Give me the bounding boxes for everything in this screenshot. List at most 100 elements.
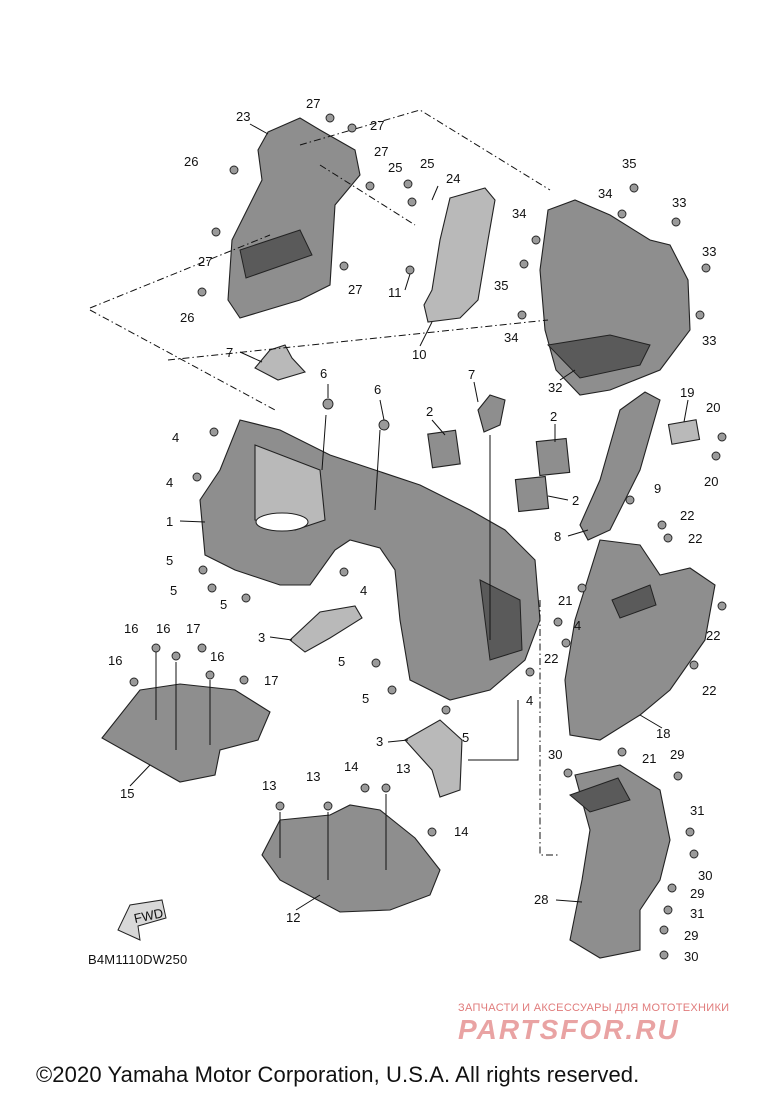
callout-16: 16 [124,621,138,636]
callout-17: 17 [186,621,200,636]
fastener-33a [671,217,681,227]
fastener-5b [207,583,217,593]
callout-labels: 27 23 27 27 26 25 25 24 27 27 26 11 10 3… [108,96,720,964]
leader-7b [473,381,479,403]
callout-32: 32 [548,380,562,395]
leader-28 [555,899,583,903]
leader-1 [179,520,206,523]
fastener-17a [197,643,207,653]
part-10-bracket [423,187,496,323]
callout-30: 30 [698,868,712,883]
callout-29: 29 [690,886,704,901]
callout-25: 25 [420,156,434,171]
callout-9: 9 [654,481,661,496]
callout-22: 22 [688,531,702,546]
fastener-5f [441,705,451,715]
fastener-16c [129,677,139,687]
part-1-floor-tunnel [254,444,326,531]
callout-29: 29 [670,747,684,762]
group-line-right [539,600,560,856]
callout-27: 27 [348,282,362,297]
callout-2: 2 [426,404,433,419]
callout-4: 4 [526,693,533,708]
fastener-4c [339,567,349,577]
fastener-21a [577,583,587,593]
callout-21: 21 [558,593,572,608]
fastener-4b [192,472,202,482]
callout-14: 14 [454,824,468,839]
leader-floor-b [374,429,381,511]
callout-12: 12 [286,910,300,925]
fastener-25a [403,179,413,189]
fastener-29b [667,883,677,893]
fasteners [129,113,727,960]
fastener-20a [717,432,727,442]
callout-3: 3 [258,630,265,645]
leader-15 [129,764,151,787]
callout-22: 22 [680,508,694,523]
callout-35: 35 [494,278,508,293]
callout-30: 30 [548,747,562,762]
part-32-panel-shade [546,334,651,379]
callout-34: 34 [504,330,518,345]
fastener-22e [689,660,699,670]
callout-13: 13 [262,778,276,793]
callout-22: 22 [706,628,720,643]
callout-25: 25 [388,160,402,175]
leader-7a [239,351,263,363]
fastener-16a [151,643,161,653]
leader-mat-12 [279,794,387,880]
part-8-pillar [579,391,661,541]
fastener-16b [171,651,181,661]
fastener-30b [689,849,699,859]
callout-5: 5 [462,730,469,745]
fastener-33b [701,263,711,273]
part-15-floor-mat [101,683,271,783]
callout-20: 20 [704,474,718,489]
fastener-27d [211,227,221,237]
fastener-34a [531,235,541,245]
fastener-30a [563,768,573,778]
fastener-9 [625,495,635,505]
part-23-panel-shade [239,229,313,279]
callout-4: 4 [360,583,367,598]
fastener-22a [657,520,667,530]
fastener-13b [323,801,333,811]
callout-5: 5 [362,691,369,706]
fwd-arrow [117,899,167,941]
callout-30: 30 [684,949,698,964]
fwd-label: FWD [132,905,164,926]
callout-11: 11 [388,285,402,300]
callout-31: 31 [690,803,704,818]
fastener-5e [387,685,397,695]
callout-5: 5 [338,654,345,669]
callout-10: 10 [412,347,426,362]
fastener-5c [241,593,251,603]
fastener-29a [673,771,683,781]
leader-floor-d [468,700,519,761]
callout-26: 26 [184,154,198,169]
fastener-30c [659,950,669,960]
callout-8: 8 [554,529,561,544]
callout-3: 3 [376,734,383,749]
fastener-22d [717,601,727,611]
leader-2a [431,419,446,436]
fastener-26b [197,287,207,297]
part-18-shade [611,584,657,619]
leader-8 [567,529,589,537]
callout-4: 4 [166,475,173,490]
fastener-27c [365,181,375,191]
callout-16: 16 [156,621,170,636]
part-7-cap-right [477,394,506,433]
fastener-34b [617,209,627,219]
part-12-floor-mat [261,804,441,913]
copyright-notice: ©2020 Yamaha Motor Corporation, U.S.A. A… [36,1062,640,1087]
part-18-side-panel [564,539,716,741]
callout-26: 26 [180,310,194,325]
callout-16: 16 [210,649,224,664]
callout-33: 33 [702,333,716,348]
callout-20: 20 [706,400,720,415]
watermark-tagline: ЗАПЧАСТИ И АКСЕССУАРЫ ДЛЯ МОТОТЕХНИКИ [458,1002,730,1014]
leader-mat-15 [155,652,211,750]
part-shapes [101,117,716,959]
